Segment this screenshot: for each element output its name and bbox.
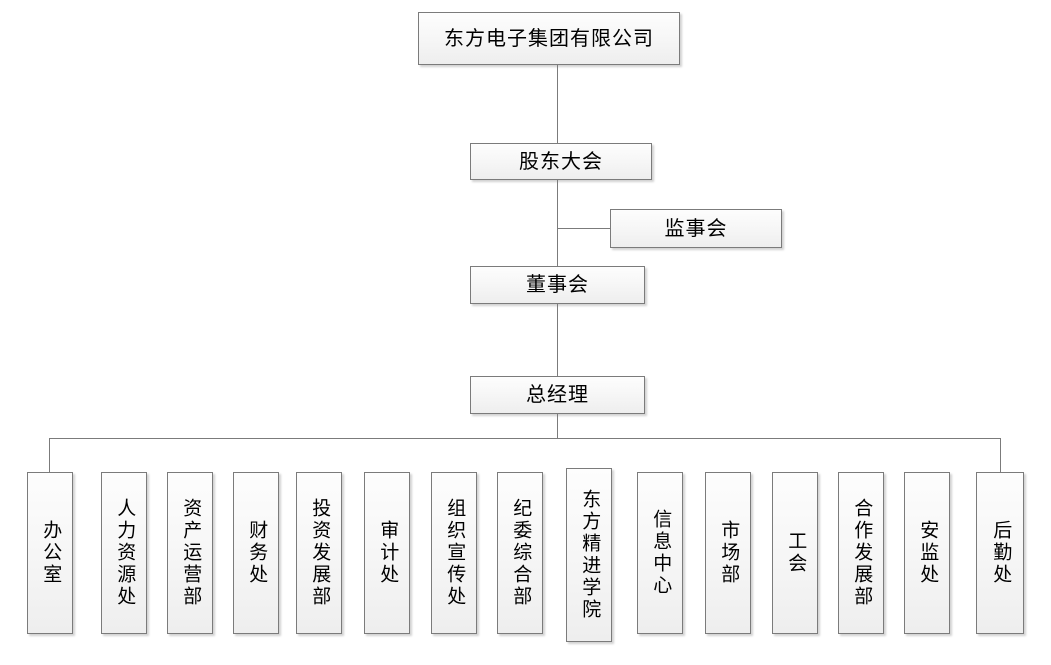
department-label-10: 市场部 [718, 520, 740, 586]
department-label-14: 后勤处 [990, 520, 1012, 586]
department-box-12[interactable]: 合作发展部 [838, 472, 884, 634]
department-box-8[interactable]: 东方精进学院 [566, 468, 612, 642]
connector-department-bus [49, 438, 1001, 439]
node-level-1-label: 监事会 [664, 217, 728, 240]
department-label-6: 组织宣传处 [444, 498, 466, 608]
department-label-7: 纪委综合部 [510, 498, 532, 608]
connector-bus-to-last-department [1000, 438, 1001, 472]
connector-shareholders-to-board [557, 180, 558, 266]
department-label-4: 投资发展部 [309, 498, 331, 608]
department-box-14[interactable]: 后勤处 [976, 472, 1024, 634]
department-box-0[interactable]: 办公室 [27, 472, 73, 634]
department-box-13[interactable]: 安监处 [904, 472, 950, 634]
department-box-3[interactable]: 财务处 [233, 472, 279, 634]
department-label-2: 资产运营部 [180, 498, 202, 608]
node-level-1[interactable]: 监事会 [610, 209, 782, 248]
department-label-0: 办公室 [40, 520, 62, 586]
connector-root-to-shareholders [557, 65, 558, 143]
department-label-11: 工会 [785, 531, 807, 575]
node-level-0[interactable]: 股东大会 [470, 143, 652, 180]
node-root-label: 东方电子集团有限公司 [444, 27, 654, 50]
connector-trunk-to-supervisors [557, 228, 610, 229]
department-label-8: 东方精进学院 [579, 489, 601, 621]
department-label-9: 信息中心 [650, 509, 672, 597]
department-label-13: 安监处 [917, 520, 939, 586]
node-root[interactable]: 东方电子集团有限公司 [418, 12, 680, 65]
department-box-4[interactable]: 投资发展部 [296, 472, 342, 634]
department-label-1: 人力资源处 [114, 498, 136, 608]
department-label-12: 合作发展部 [851, 498, 873, 608]
department-box-2[interactable]: 资产运营部 [167, 472, 213, 634]
connector-bus-to-first-department [49, 438, 50, 472]
department-box-9[interactable]: 信息中心 [637, 472, 683, 634]
node-level-0-label: 股东大会 [519, 150, 603, 173]
connector-board-to-gm [557, 304, 558, 376]
node-level-3-label: 总经理 [526, 384, 589, 406]
department-label-3: 财务处 [246, 520, 268, 586]
department-box-6[interactable]: 组织宣传处 [431, 472, 477, 634]
department-box-10[interactable]: 市场部 [705, 472, 751, 634]
department-box-5[interactable]: 审计处 [364, 472, 410, 634]
node-level-3[interactable]: 总经理 [470, 376, 645, 414]
department-box-1[interactable]: 人力资源处 [101, 472, 147, 634]
node-level-2[interactable]: 董事会 [470, 266, 645, 304]
department-label-5: 审计处 [377, 520, 399, 586]
node-level-2-label: 董事会 [526, 274, 589, 296]
department-box-11[interactable]: 工会 [772, 472, 818, 634]
connector-gm-to-bus [557, 414, 558, 438]
department-box-7[interactable]: 纪委综合部 [497, 472, 543, 634]
